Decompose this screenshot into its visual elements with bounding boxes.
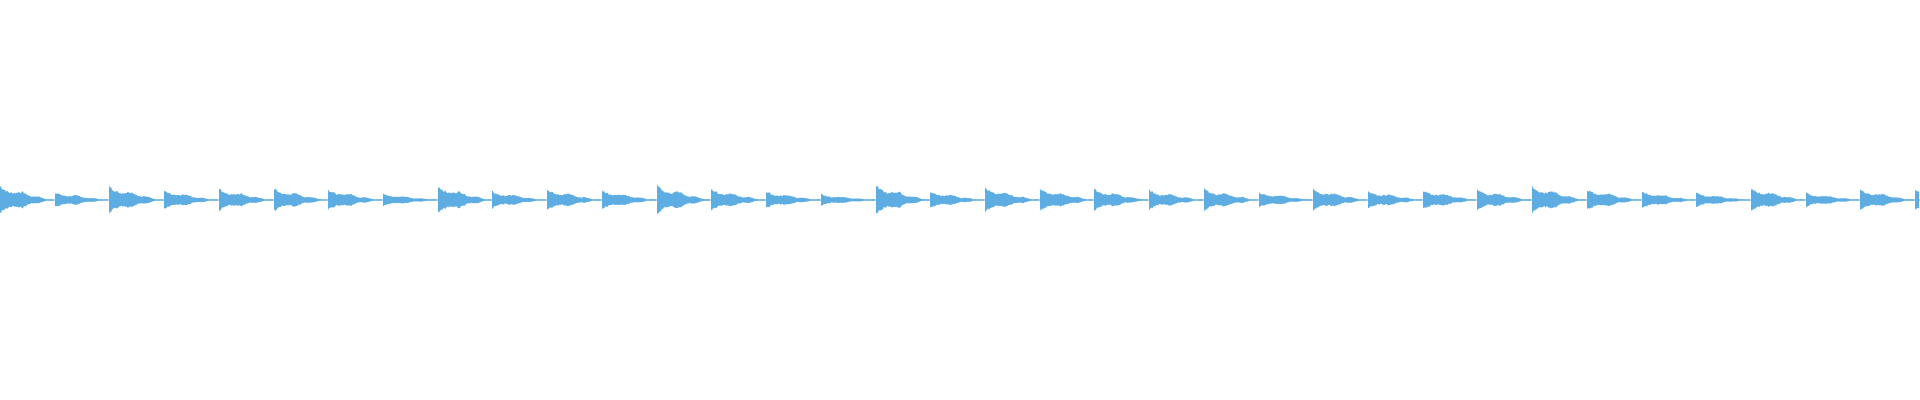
waveform-segment	[547, 189, 601, 211]
waveform-segment	[219, 188, 273, 211]
waveform-segment	[383, 193, 437, 207]
waveform-segment	[766, 192, 820, 208]
waveform-segment	[0, 186, 54, 214]
waveform-segment	[876, 185, 929, 214]
waveform-segment	[1259, 191, 1312, 208]
waveform-segment	[1423, 191, 1476, 209]
waveform-segment	[1368, 191, 1422, 209]
waveform-segment	[438, 187, 491, 213]
waveform-segment	[1204, 187, 1258, 213]
waveform-segment	[1696, 192, 1750, 208]
waveform-segment	[492, 190, 546, 209]
waveform-segment	[164, 190, 218, 209]
waveform-segment	[274, 188, 327, 211]
waveform-segment	[1313, 188, 1367, 211]
waveform-segment	[1860, 189, 1914, 211]
waveform-segment	[1642, 192, 1695, 208]
waveform-segment	[711, 188, 765, 211]
waveform-segment	[1040, 187, 1093, 212]
waveform-segment	[1149, 189, 1203, 210]
waveform-segment	[1806, 192, 1859, 208]
waveform-segment	[1094, 188, 1148, 211]
waveform-segment	[328, 189, 382, 211]
waveform-segment	[985, 186, 1039, 213]
waveform-segment	[1532, 184, 1586, 215]
waveform-segment	[109, 184, 163, 215]
waveform-segment	[1477, 188, 1531, 211]
waveform-segment	[602, 189, 656, 210]
waveform-segment	[1915, 189, 1919, 210]
waveform-segment	[1751, 188, 1805, 212]
waveform-segment	[657, 184, 710, 215]
waveform-segment	[821, 193, 875, 206]
waveform-segment	[930, 192, 984, 208]
waveform-segment	[1587, 190, 1641, 210]
waveform-segment	[55, 193, 108, 207]
